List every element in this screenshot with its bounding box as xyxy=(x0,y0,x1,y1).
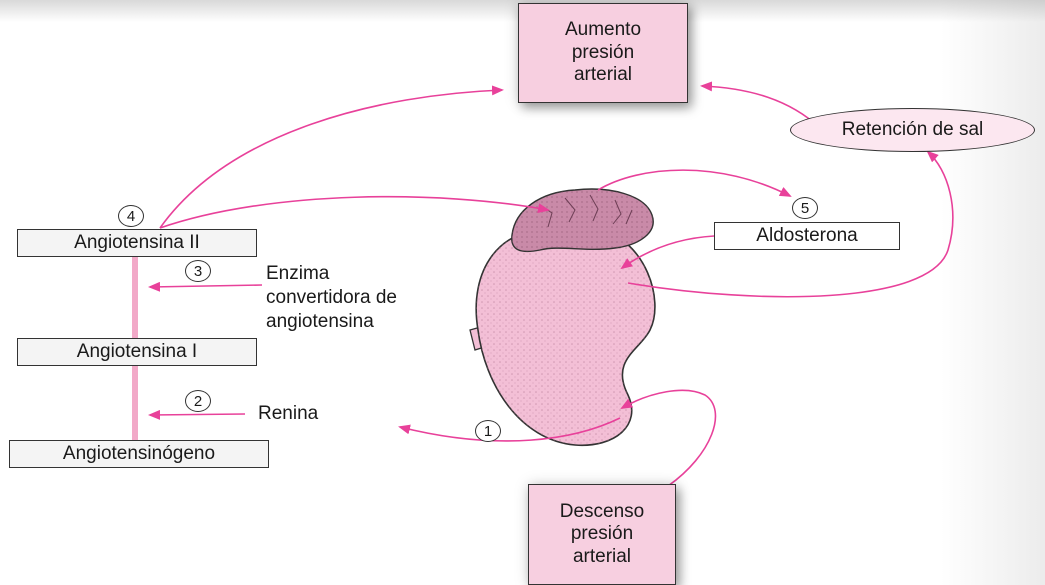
kidney xyxy=(476,229,655,445)
arrow-angII-to-adrenal xyxy=(160,197,548,228)
descenso-presion-box: Descenso presión arterial xyxy=(528,484,676,585)
arrow-renina xyxy=(150,414,245,415)
step-3-marker: 3 xyxy=(185,260,211,282)
aldosterona-box: Aldosterona xyxy=(714,222,900,250)
step-5-marker: 5 xyxy=(792,197,818,219)
arrow-angII-to-aumento xyxy=(160,90,502,228)
aumento-presion-box: Aumento presión arterial xyxy=(518,3,688,103)
enzima-label: Enzima convertidora de angiotensina xyxy=(266,262,397,333)
step-2-marker: 2 xyxy=(185,390,211,412)
arrow-adrenal-to-aldosterona xyxy=(598,170,790,196)
step-1-marker: 1 xyxy=(475,420,501,442)
angiotensinogeno-box: Angiotensinógeno xyxy=(9,440,269,468)
arrow-enzima xyxy=(150,285,262,287)
angiotensina-ii-box: Angiotensina II xyxy=(17,229,257,257)
step-4-marker: 4 xyxy=(118,205,144,227)
pathway-bar-upper xyxy=(132,252,138,340)
angiotensina-i-box: Angiotensina I xyxy=(17,338,257,366)
pathway-bar-lower xyxy=(132,362,138,440)
renina-label: Renina xyxy=(258,402,318,426)
adrenal-gland xyxy=(512,189,653,251)
arrow-descenso-to-kidney xyxy=(622,390,715,486)
retencion-sal-ellipse: Retención de sal xyxy=(790,108,1035,152)
